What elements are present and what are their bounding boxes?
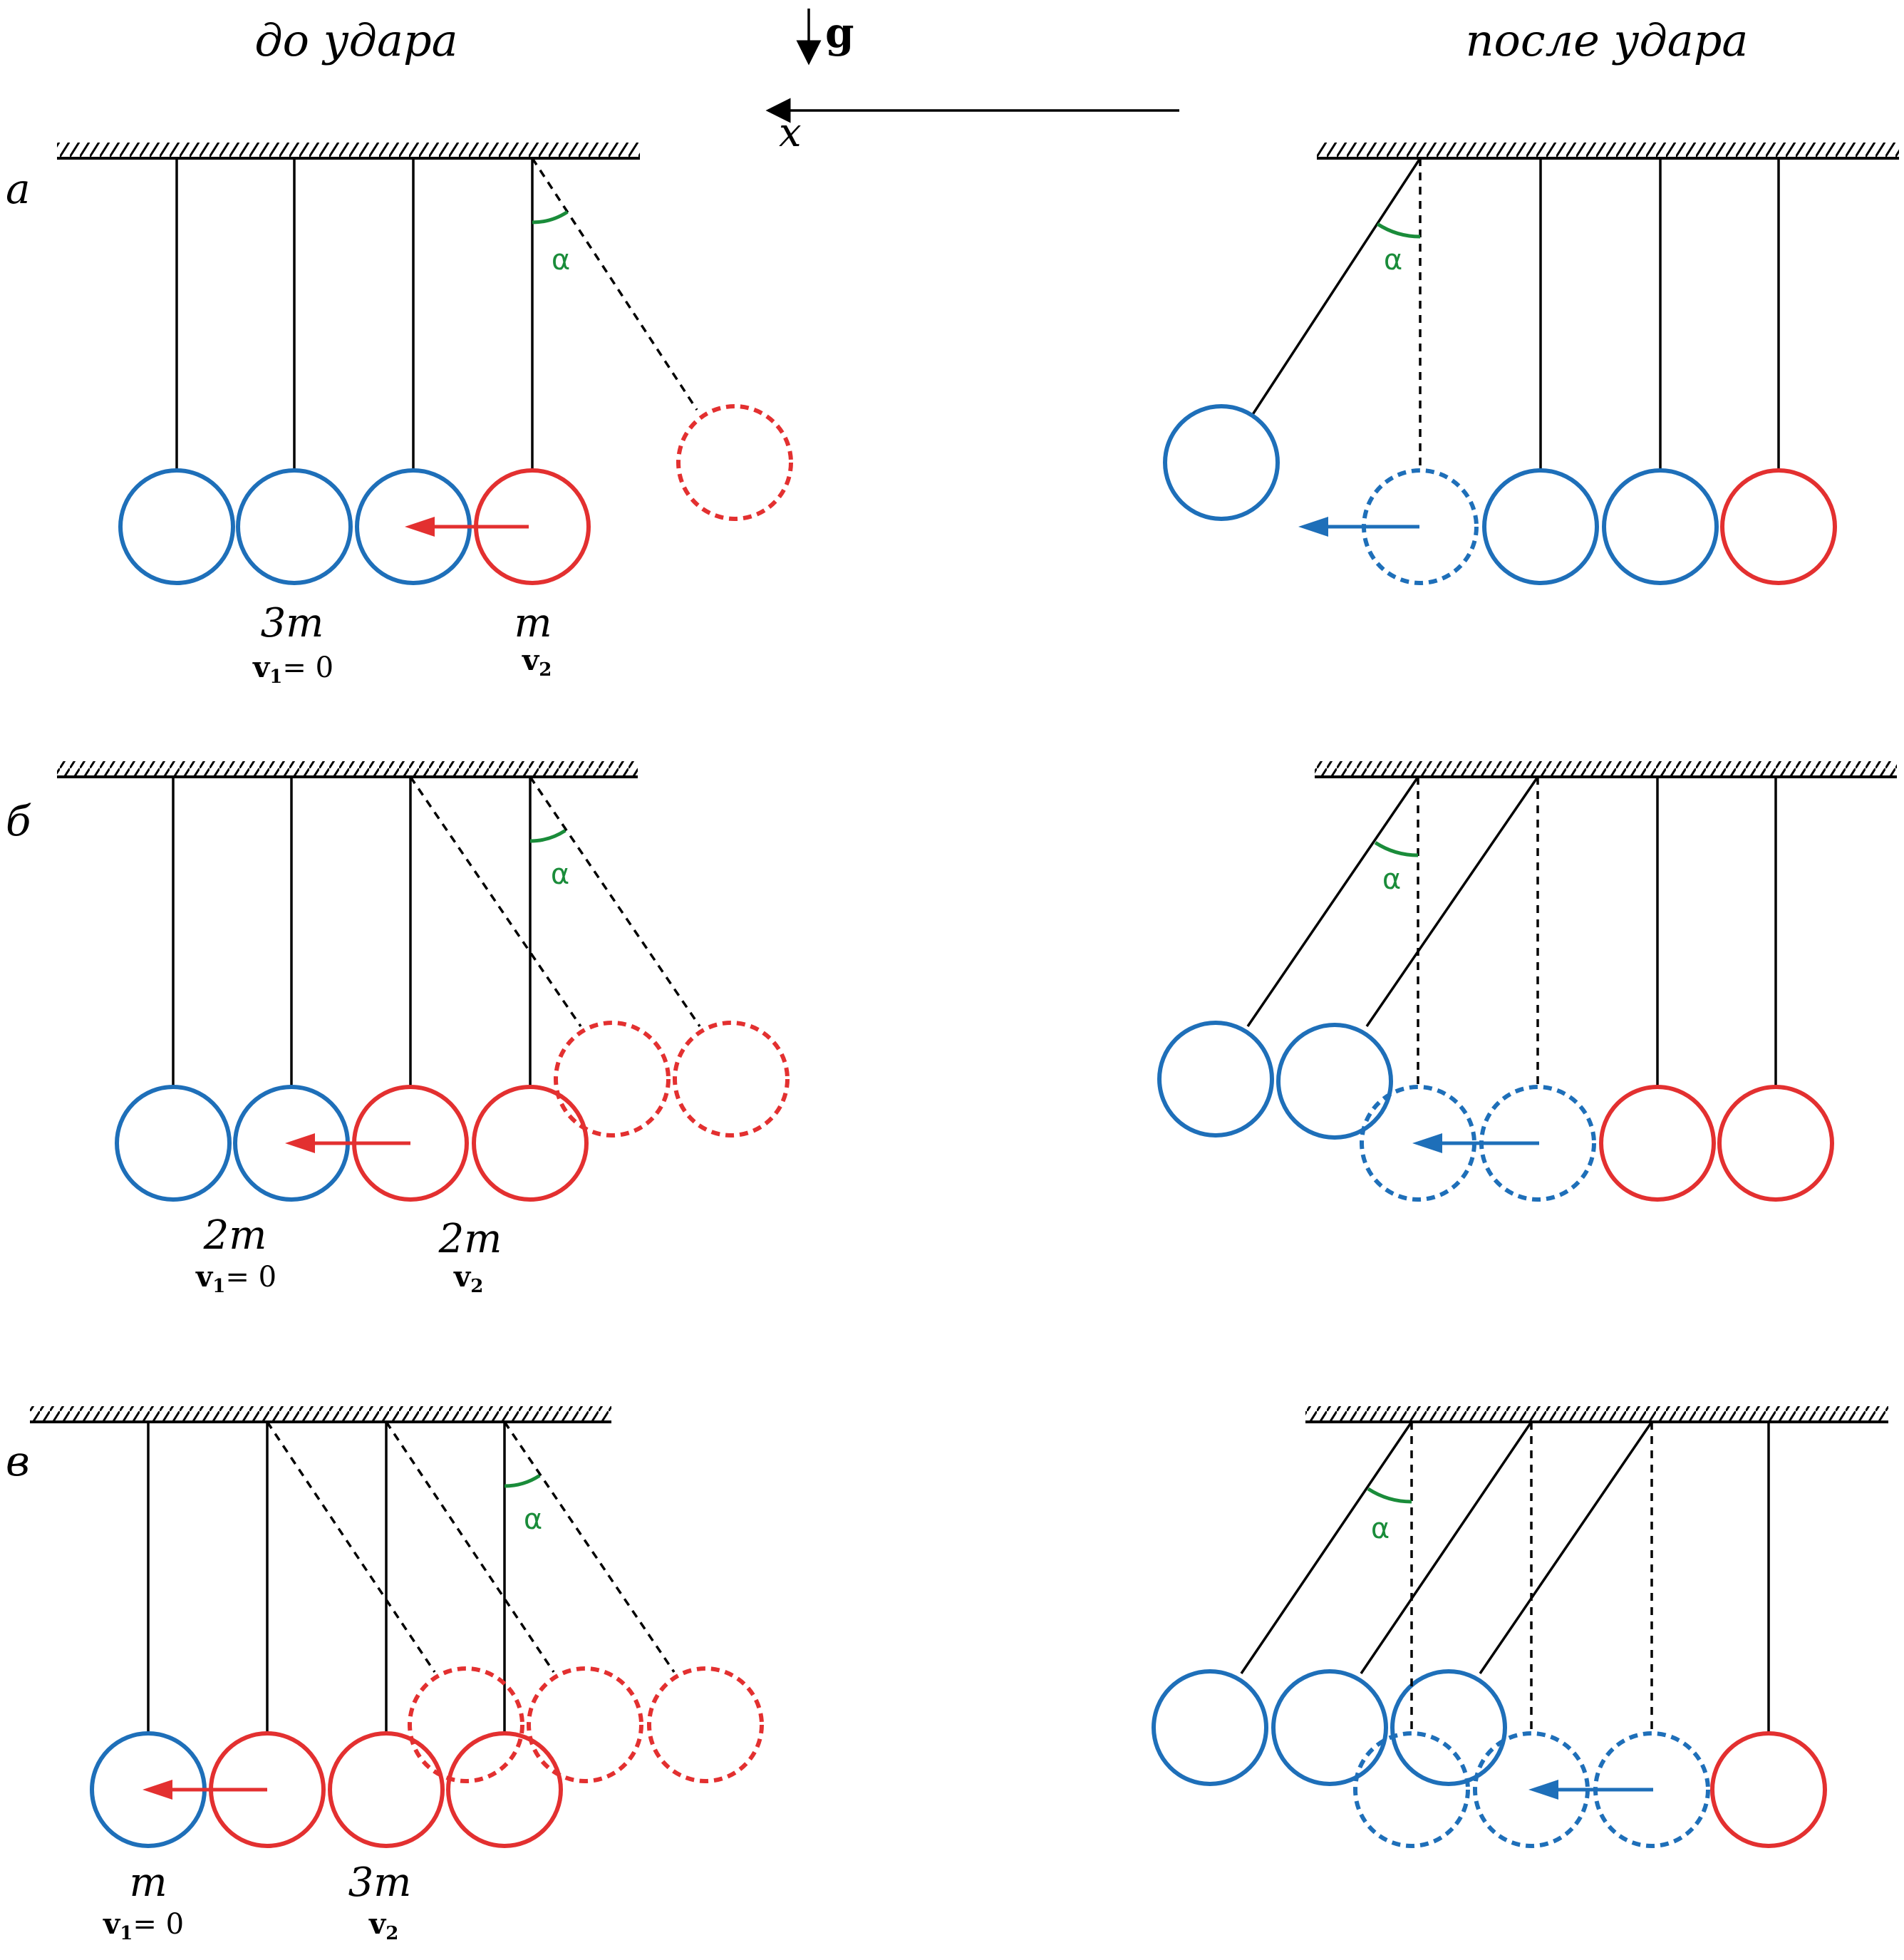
header-before: до удара: [254, 14, 457, 66]
row-a-before-ball-0: [118, 468, 235, 585]
row-a-before-ball-1: [236, 468, 353, 585]
row-b-before-ceiling-hatch: [57, 761, 638, 777]
row-v-right-mass: 3m: [348, 1860, 412, 1906]
row-v-after-angle-label: α: [1371, 1512, 1390, 1545]
gravity-label: g: [825, 9, 854, 57]
row-v-after-ball-0: [1152, 1669, 1268, 1786]
row-b-before-ball-3: [472, 1085, 589, 1202]
row-a-before-deflected-ball: [676, 404, 793, 521]
row-v-after-ball-3: [1710, 1731, 1827, 1848]
row-b-left-velocity: v1= 0: [195, 1260, 276, 1297]
row-letter-b: б: [6, 797, 31, 845]
row-v-before-velocity-arrow-head: [143, 1780, 172, 1800]
row-v-before-ball-2: [328, 1731, 445, 1848]
row-v-before-deflected-string-0: [266, 1421, 436, 1673]
row-b-right-mass: 2m: [438, 1216, 502, 1262]
row-a-before-angle-arc: [532, 210, 569, 225]
row-b-after-ball-2: [1599, 1085, 1716, 1202]
row-v-before-angle-arc: [504, 1474, 541, 1488]
header-after: после удара: [1466, 14, 1749, 66]
row-b-after-ball-3: [1717, 1085, 1834, 1202]
row-a-after-ceiling-hatch: [1317, 143, 1899, 158]
row-v-after-ball-1: [1271, 1669, 1388, 1786]
row-a-before-deflected-string: [531, 158, 698, 411]
row-v-after-string-2: [1479, 1421, 1653, 1674]
row-v-after-rest-ball-0: [1353, 1731, 1470, 1848]
row-b-before-deflected-string-1: [529, 776, 701, 1027]
row-b-after-string-0: [1246, 776, 1419, 1027]
row-b-after-angle-label: α: [1382, 863, 1401, 896]
row-v-after-ceiling-hatch: [1305, 1406, 1888, 1422]
row-v-after-velocity-arrow-head: [1528, 1780, 1558, 1800]
row-a-after-ball-0: [1163, 404, 1280, 521]
gravity-vector: g: [796, 9, 854, 66]
row-v-before-deflected-ball-2: [647, 1666, 764, 1783]
row-v-after-ball-2: [1390, 1669, 1507, 1786]
row-a-after-ball-2: [1602, 468, 1719, 585]
row-a-left-mass: 3m: [261, 600, 324, 646]
row-b-after-ball-0: [1157, 1021, 1274, 1138]
row-b-after-ball-1: [1276, 1023, 1393, 1140]
row-v-before-deflected-string-1: [385, 1421, 555, 1673]
row-a-before-angle-label: α: [552, 244, 570, 277]
row-b-before-velocity-arrow-head: [285, 1133, 315, 1153]
row-b-before-ball-0: [115, 1085, 232, 1202]
row-v-before-ceiling-hatch: [30, 1406, 611, 1422]
row-v-before-deflected-ball-1: [527, 1666, 643, 1783]
row-v-after-angle-arc: [1367, 1487, 1412, 1504]
row-b-left-mass: 2m: [203, 1212, 267, 1259]
x-axis-label: x: [779, 110, 802, 156]
row-a-after-angle-arc: [1376, 222, 1421, 239]
row-a-after-ball-1: [1482, 468, 1599, 585]
row-b-before-angle-arc: [529, 829, 566, 843]
row-a-after-string-0: [1251, 158, 1422, 416]
row-v-after-string-0: [1240, 1421, 1413, 1674]
row-a-right-velocity: v2: [522, 644, 552, 681]
row-a-before-ceiling-hatch: [57, 143, 640, 158]
row-b-before-deflected-string-0: [409, 776, 582, 1027]
row-letter-a: а: [6, 165, 31, 213]
row-b-right-velocity: v2: [453, 1260, 483, 1297]
row-a-right-mass: m: [514, 600, 552, 646]
row-b-before-deflected-ball-1: [673, 1021, 790, 1138]
row-a-after-angle-label: α: [1384, 244, 1402, 277]
row-v-right-velocity: v2: [368, 1907, 398, 1944]
row-b-before-angle-label: α: [551, 858, 569, 891]
row-b-after-angle-arc: [1374, 841, 1419, 857]
row-v-before-ball-3: [446, 1731, 563, 1848]
pendulum-geometry: α α α α α α: [30, 143, 1899, 1848]
row-b-after-velocity-arrow-head: [1412, 1133, 1442, 1153]
row-a-after-ball-3: [1720, 468, 1837, 585]
row-a-before-velocity-arrow-head: [405, 517, 435, 537]
row-b-after-ceiling-hatch: [1315, 761, 1897, 777]
row-letter-v: в: [6, 1437, 30, 1485]
x-axis: x: [765, 98, 1179, 156]
row-v-before-deflected-string-2: [503, 1421, 676, 1673]
row-b-after-string-1: [1365, 776, 1539, 1027]
row-v-left-velocity: v1= 0: [103, 1907, 184, 1944]
row-b-before-deflected-ball-0: [554, 1021, 671, 1138]
row-a-after-velocity-arrow-head: [1298, 517, 1328, 537]
row-v-after-string-1: [1360, 1421, 1533, 1674]
row-v-left-mass: m: [129, 1860, 167, 1906]
row-a-left-velocity: v1= 0: [252, 651, 333, 688]
row-v-before-angle-label: α: [524, 1503, 542, 1536]
row-v-before-deflected-ball-0: [408, 1666, 524, 1783]
